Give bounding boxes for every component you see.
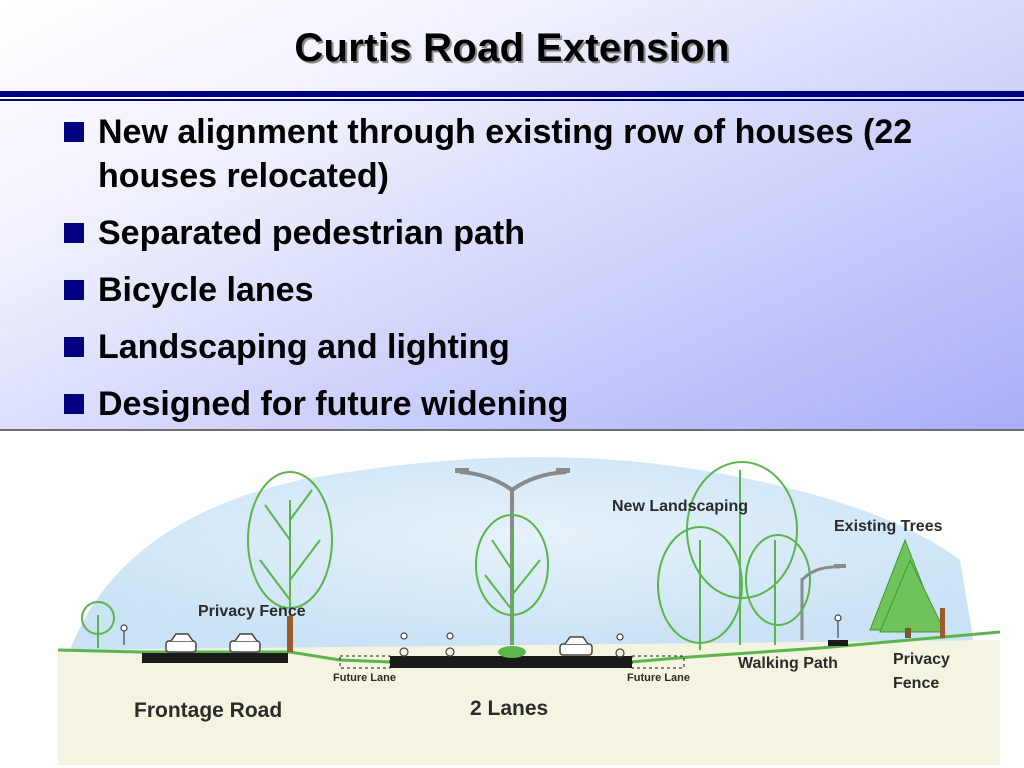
square-bullet-icon (64, 122, 84, 142)
label-future-lane-left: Future Lane (333, 672, 396, 684)
label-new-landscaping: New Landscaping (612, 498, 748, 515)
label-privacy-fence-right-line2: Fence (893, 675, 939, 692)
label-privacy-fence-right-line1: Privacy (893, 651, 950, 668)
sky-backdrop (70, 457, 975, 650)
label-walking-path: Walking Path (738, 655, 838, 672)
bullet-text: Bicycle lanes (98, 271, 314, 309)
bullet-list: New alignment through existing row of ho… (64, 110, 1004, 439)
cyclist-center (445, 632, 455, 657)
main-road-surface (390, 656, 632, 668)
bullet-text: Landscaping and lighting (98, 328, 510, 366)
cyclist-left (399, 632, 409, 657)
label-future-lane-right: Future Lane (627, 672, 690, 684)
road-cross-section-illustration: New Landscaping Existing Trees Privacy F… (57, 457, 1001, 765)
frontage-road-surface (142, 653, 288, 663)
pedestrian-right (834, 614, 842, 638)
bullet-item: Bicycle lanes (64, 268, 1004, 312)
cyclist-right (615, 633, 625, 658)
pedestrian-left (120, 624, 128, 645)
label-privacy-fence-left: Privacy Fence (198, 603, 306, 620)
slide-title: Curtis Road Extension (294, 26, 730, 70)
title-underline (0, 91, 1024, 97)
square-bullet-icon (64, 337, 84, 357)
bullet-item: Landscaping and lighting (64, 325, 1004, 369)
bullet-item: Designed for future widening (64, 382, 1004, 426)
bullet-item: New alignment through existing row of ho… (64, 110, 1004, 198)
square-bullet-icon (64, 394, 84, 414)
tree-small-left (81, 601, 115, 648)
future-lane-left-outline (339, 655, 391, 669)
car-center-left (229, 633, 261, 653)
label-two-lanes: 2 Lanes (470, 697, 548, 720)
label-existing-trees: Existing Trees (834, 518, 943, 535)
ground-soil (58, 640, 1000, 765)
section-divider (0, 429, 1024, 431)
bullet-text: New alignment through existing row of ho… (98, 113, 913, 195)
title-underline-thin (0, 99, 1024, 101)
slide-background (0, 0, 1024, 430)
car-left (165, 633, 197, 653)
car-right (559, 636, 593, 656)
bullet-text: Separated pedestrian path (98, 214, 526, 252)
median-planter (498, 646, 526, 658)
bullet-text: Designed for future widening (98, 385, 569, 423)
evergreen-trees-right (869, 538, 946, 638)
tree-group-right (657, 461, 811, 650)
tree-median (475, 514, 549, 645)
bullet-item: Separated pedestrian path (64, 211, 1004, 255)
square-bullet-icon (64, 223, 84, 243)
privacy-fence-left (287, 616, 293, 652)
square-bullet-icon (64, 280, 84, 300)
walking-path-surface (828, 640, 848, 646)
future-lane-right-outline (631, 655, 685, 669)
label-frontage-road: Frontage Road (134, 699, 282, 722)
privacy-fence-right (940, 608, 945, 638)
